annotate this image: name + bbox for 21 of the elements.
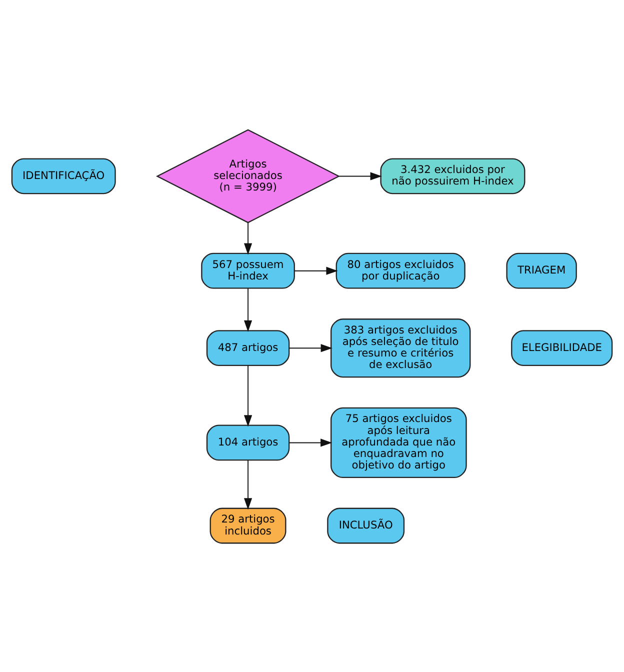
arrow <box>338 172 382 180</box>
node-box: IDENTIFICAÇÃO <box>11 158 116 194</box>
node-box: TRIAGEM <box>506 252 577 288</box>
arrow <box>244 460 252 510</box>
node-box: 383 artigos excluidos após seleção de titulo e resumo e critérios de exclusão <box>330 318 471 378</box>
node-box: ELEGIBILIDADE <box>511 330 613 366</box>
node-box: 487 artigos <box>206 330 290 366</box>
arrow <box>244 364 252 426</box>
arrow <box>294 266 338 274</box>
node-box: 104 artigos <box>206 424 290 460</box>
arrow <box>288 438 332 446</box>
node-box: 75 artigos excluidos após leitura aprofundada que não enquadravam no objetivo do artigo <box>330 406 467 478</box>
arrow <box>288 344 332 352</box>
node-box: 3.432 excluidos por não possuirem H-index <box>380 158 526 194</box>
arrow <box>244 222 252 254</box>
arrow <box>244 288 252 332</box>
node-box: INCLUSÃO <box>327 507 405 544</box>
node-box: 567 possuem H-index <box>201 252 295 288</box>
node-diamond: Artigos selecionados (n = 3999) <box>156 128 340 223</box>
node-box: 80 artigos excluidos por duplicação <box>336 252 466 288</box>
node-box: 29 artigos incluidos <box>210 507 286 544</box>
